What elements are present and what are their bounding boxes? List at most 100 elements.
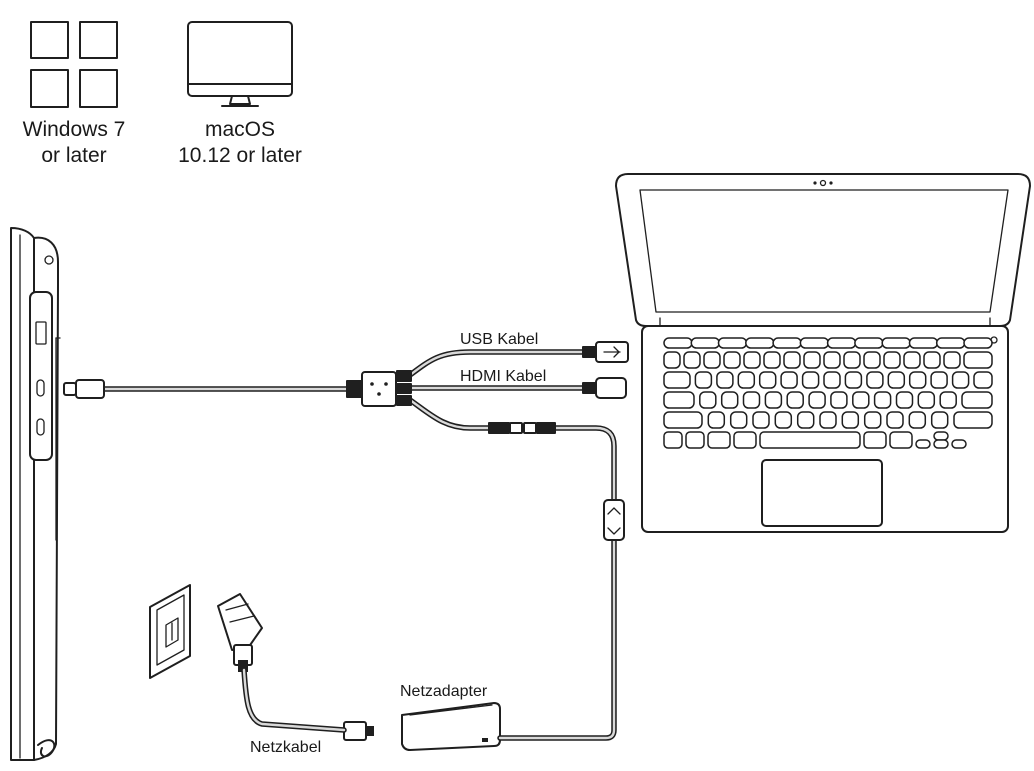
keyboard-key <box>763 351 781 369</box>
cables <box>101 349 617 741</box>
keyboard-key <box>783 351 801 369</box>
keyboard-key <box>823 351 841 369</box>
keyboard-key <box>863 411 882 429</box>
keyboard-key <box>844 371 863 389</box>
keyboard-key <box>841 411 860 429</box>
keyboard-key <box>796 411 815 429</box>
keyboard-key <box>889 431 913 449</box>
trackpad <box>761 459 883 527</box>
keyboard-key <box>963 351 993 369</box>
macos-requirement: macOS 10.12 or later <box>178 21 302 167</box>
keyboard-key <box>881 337 911 349</box>
hdmi-plug <box>582 377 627 399</box>
power-adapter <box>343 702 501 751</box>
webcam <box>819 179 827 187</box>
windows-requirement: Windows 7 or later <box>23 21 125 167</box>
keyboard-key <box>663 371 691 389</box>
pen-display-tablet <box>10 227 61 761</box>
dc-barrel-connector <box>488 422 556 434</box>
keyboard-key <box>908 411 927 429</box>
keyboard-key <box>866 371 884 389</box>
keyboard-key <box>887 371 906 389</box>
keyboard-key <box>745 337 775 349</box>
keyboard-key <box>915 439 931 449</box>
cable-splitter-hub <box>346 370 412 407</box>
keyboard-key <box>808 391 826 409</box>
keyboard-key <box>663 391 695 409</box>
keyboard-key <box>801 371 820 389</box>
keyboard-key <box>883 351 901 369</box>
hdmi-cable-label: HDMI Kabel <box>460 368 546 385</box>
usb-cable-label: USB Kabel <box>460 331 538 348</box>
keyboard-key <box>707 431 731 449</box>
keyboard-key <box>663 431 683 449</box>
power-adapter-label: Netzadapter <box>400 683 488 700</box>
keyboard-key <box>886 411 904 429</box>
laptop-computer <box>615 173 1031 533</box>
keyboard-key <box>733 431 757 449</box>
keyboard-key <box>953 411 993 429</box>
keyboard-key <box>963 337 993 349</box>
keyboard-key <box>716 371 734 389</box>
keyboard-key <box>873 391 892 409</box>
keyboard-key <box>799 337 830 349</box>
keyboard-key <box>685 431 705 449</box>
usb-a-plug <box>582 341 629 363</box>
keyboard-key <box>908 337 939 349</box>
keyboard-key <box>759 431 861 449</box>
keyboard-key <box>903 351 921 369</box>
keyboard-key <box>703 351 721 369</box>
keyboard-key <box>717 337 748 349</box>
keyboard-key <box>764 391 783 409</box>
keyboard-key <box>743 351 761 369</box>
keyboard-key <box>774 411 793 429</box>
keyboard-key <box>961 391 993 409</box>
keyboard-key <box>943 351 961 369</box>
windows-logo-icon <box>30 21 118 108</box>
keyboard-key <box>690 337 721 349</box>
keyboard-key <box>786 391 804 409</box>
usb-c-plug-tablet <box>63 379 105 399</box>
keyboard-key <box>723 351 741 369</box>
keyboard-key <box>694 371 713 389</box>
macos-label-line1: macOS <box>205 118 275 141</box>
keyboard-key <box>707 411 726 429</box>
wall-power-socket <box>149 584 191 679</box>
usb-c-port-1 <box>36 379 45 397</box>
keyboard-key <box>699 391 717 409</box>
keyboard-key <box>863 351 881 369</box>
windows-label-line2: or later <box>41 144 106 167</box>
keyboard-key <box>772 337 802 349</box>
keyboard-key <box>803 351 821 369</box>
imac-monitor-icon <box>187 21 293 107</box>
keyboard-key <box>933 431 949 441</box>
keyboard-key <box>843 351 861 369</box>
keyboard-key <box>951 371 970 389</box>
keyboard-key <box>826 337 857 349</box>
keyboard-key <box>933 439 949 449</box>
keyboard-key <box>908 371 927 389</box>
keyboard-key <box>830 391 848 409</box>
keyboard-key <box>923 351 941 369</box>
keyboard-key <box>663 337 693 349</box>
keyboard-key <box>823 371 841 389</box>
keyboard-key <box>819 411 837 429</box>
keyboard-key <box>854 337 884 349</box>
keyboard-key <box>895 391 914 409</box>
keyboard-key <box>973 371 993 389</box>
keyboard-key <box>780 371 798 389</box>
keyboard-key <box>951 439 967 449</box>
keyboard-key <box>729 411 748 429</box>
keyboard-key <box>939 391 957 409</box>
keyboard-key <box>683 351 701 369</box>
keyboard-key <box>930 411 949 429</box>
laptop-keyboard <box>663 337 993 449</box>
keyboard-key <box>663 411 703 429</box>
keyboard-key <box>742 391 761 409</box>
keyboard-key <box>752 411 770 429</box>
usb-c-port-2 <box>36 418 45 436</box>
keyboard-key <box>930 371 948 389</box>
keyboard-key <box>720 391 739 409</box>
keyboard-key <box>758 371 777 389</box>
